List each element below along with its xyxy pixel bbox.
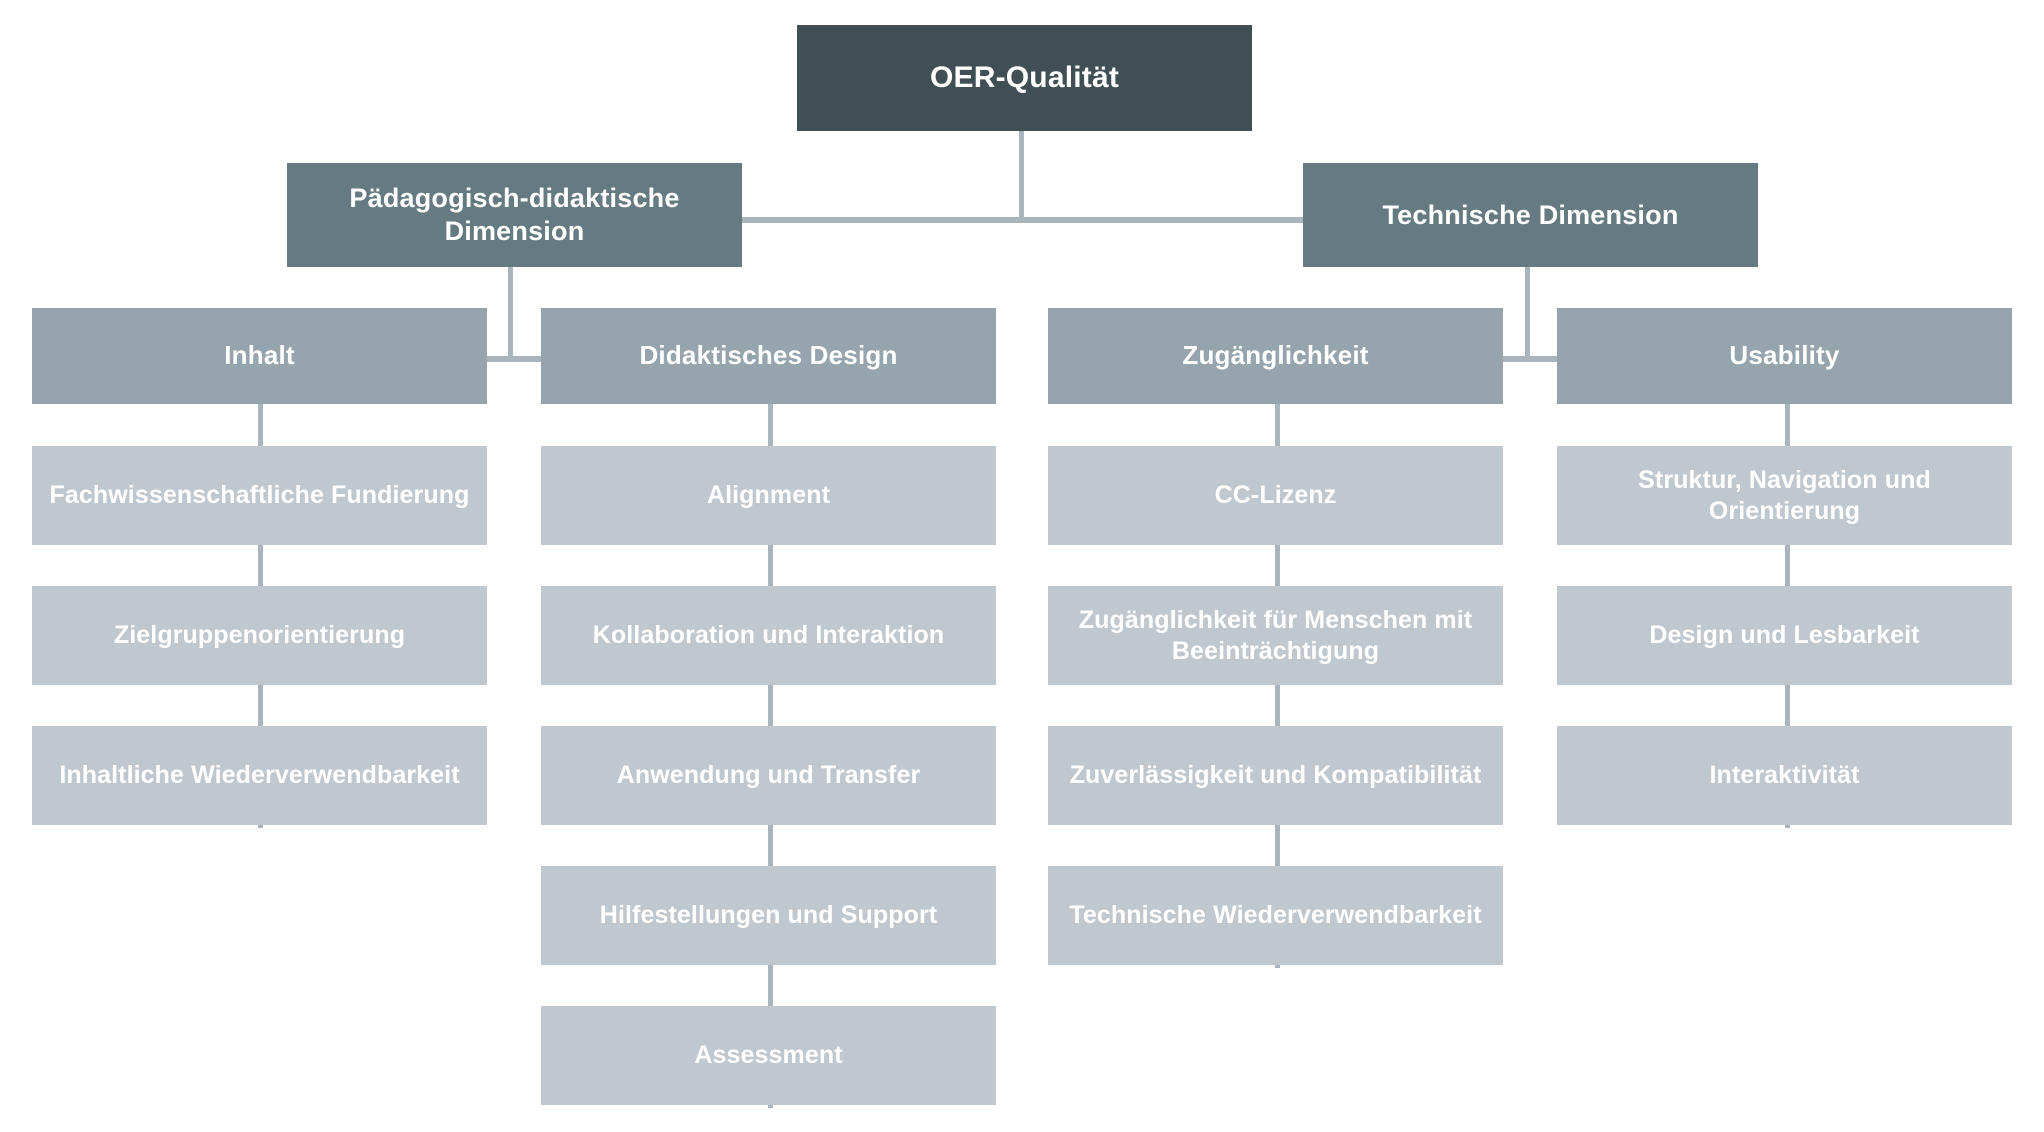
node-label: Pädagogisch-didaktische Dimension	[349, 183, 680, 246]
node-label: Hilfestellungen und Support	[599, 901, 938, 930]
node-didaktisches-design[interactable]: Didaktisches Design	[541, 308, 996, 404]
node-label: OER-Qualität	[929, 60, 1120, 94]
node-inhalt[interactable]: Inhalt	[32, 308, 487, 404]
node-label: Interaktivität	[1709, 761, 1860, 790]
node-label: Zugänglichkeit	[1182, 340, 1369, 371]
connector-paedagogische-dimension-stem	[508, 267, 513, 362]
node-struktur-navigation-und-orientierung[interactable]: Struktur, Navigation und Orientierung	[1557, 446, 2012, 545]
node-label: Inhalt	[224, 340, 295, 371]
node-label: Zielgruppenorientierung	[113, 621, 406, 650]
node-technische-dimension[interactable]: Technische Dimension	[1303, 163, 1758, 267]
node-anwendung-und-transfer[interactable]: Anwendung und Transfer	[541, 726, 996, 825]
node-interaktivitaet[interactable]: Interaktivität	[1557, 726, 2012, 825]
node-label: Zuverlässigkeit und Kompatibilität	[1069, 761, 1482, 790]
node-usability[interactable]: Usability	[1557, 308, 2012, 404]
connector-dimension-bar	[736, 217, 1303, 223]
node-zugaenglichkeit-fuer-menschen-mit-beeintraechtigung[interactable]: Zugänglichkeit für Menschen mit Beeinträ…	[1048, 586, 1503, 685]
connector-root-stem	[1019, 131, 1024, 223]
node-inhaltliche-wiederverwendbarkeit[interactable]: Inhaltliche Wiederverwendbarkeit	[32, 726, 487, 825]
node-label: Struktur, Navigation und Orientierung	[1638, 466, 1931, 525]
connector-paedagogische-category-bar	[258, 356, 768, 362]
node-fachwissenschaftliche-fundierung[interactable]: Fachwissenschaftliche Fundierung	[32, 446, 487, 545]
node-label: Fachwissenschaftliche Fundierung	[49, 481, 470, 510]
node-design-und-lesbarkeit[interactable]: Design und Lesbarkeit	[1557, 586, 2012, 685]
connector-zugaenglichkeit-spine	[1275, 404, 1280, 968]
node-label: CC-Lizenz	[1214, 481, 1337, 510]
connector-technische-category-bar	[1275, 356, 1785, 362]
node-zugaenglichkeit[interactable]: Zugänglichkeit	[1048, 308, 1503, 404]
node-oer-qualitaet[interactable]: OER-Qualität	[797, 25, 1252, 131]
node-cc-lizenz[interactable]: CC-Lizenz	[1048, 446, 1503, 545]
node-hilfestellungen-und-support[interactable]: Hilfestellungen und Support	[541, 866, 996, 965]
node-label: Technische Wiederverwendbarkeit	[1069, 901, 1482, 930]
node-label: Technische Dimension	[1382, 199, 1679, 230]
node-zielgruppenorientierung[interactable]: Zielgruppenorientierung	[32, 586, 487, 685]
node-label: Inhaltliche Wiederverwendbarkeit	[59, 761, 460, 790]
node-label: Kollaboration und Interaktion	[592, 621, 945, 650]
connector-technische-dimension-stem	[1525, 267, 1530, 362]
node-kollaboration-und-interaktion[interactable]: Kollaboration und Interaktion	[541, 586, 996, 685]
node-alignment[interactable]: Alignment	[541, 446, 996, 545]
node-zuverlaessigkeit-und-kompatibilitaet[interactable]: Zuverlässigkeit und Kompatibilität	[1048, 726, 1503, 825]
node-label: Alignment	[706, 481, 831, 510]
node-technische-wiederverwendbarkeit[interactable]: Technische Wiederverwendbarkeit	[1048, 866, 1503, 965]
node-label: Anwendung und Transfer	[616, 761, 921, 790]
node-label: Didaktisches Design	[639, 340, 898, 371]
node-label: Design und Lesbarkeit	[1649, 621, 1920, 650]
node-paedagogisch-didaktische-dimension[interactable]: Pädagogisch-didaktische Dimension	[287, 163, 742, 267]
node-label: Zugänglichkeit für Menschen mit Beeinträ…	[1078, 606, 1473, 665]
node-assessment[interactable]: Assessment	[541, 1006, 996, 1105]
node-label: Assessment	[694, 1041, 843, 1070]
node-label: Usability	[1729, 340, 1840, 371]
